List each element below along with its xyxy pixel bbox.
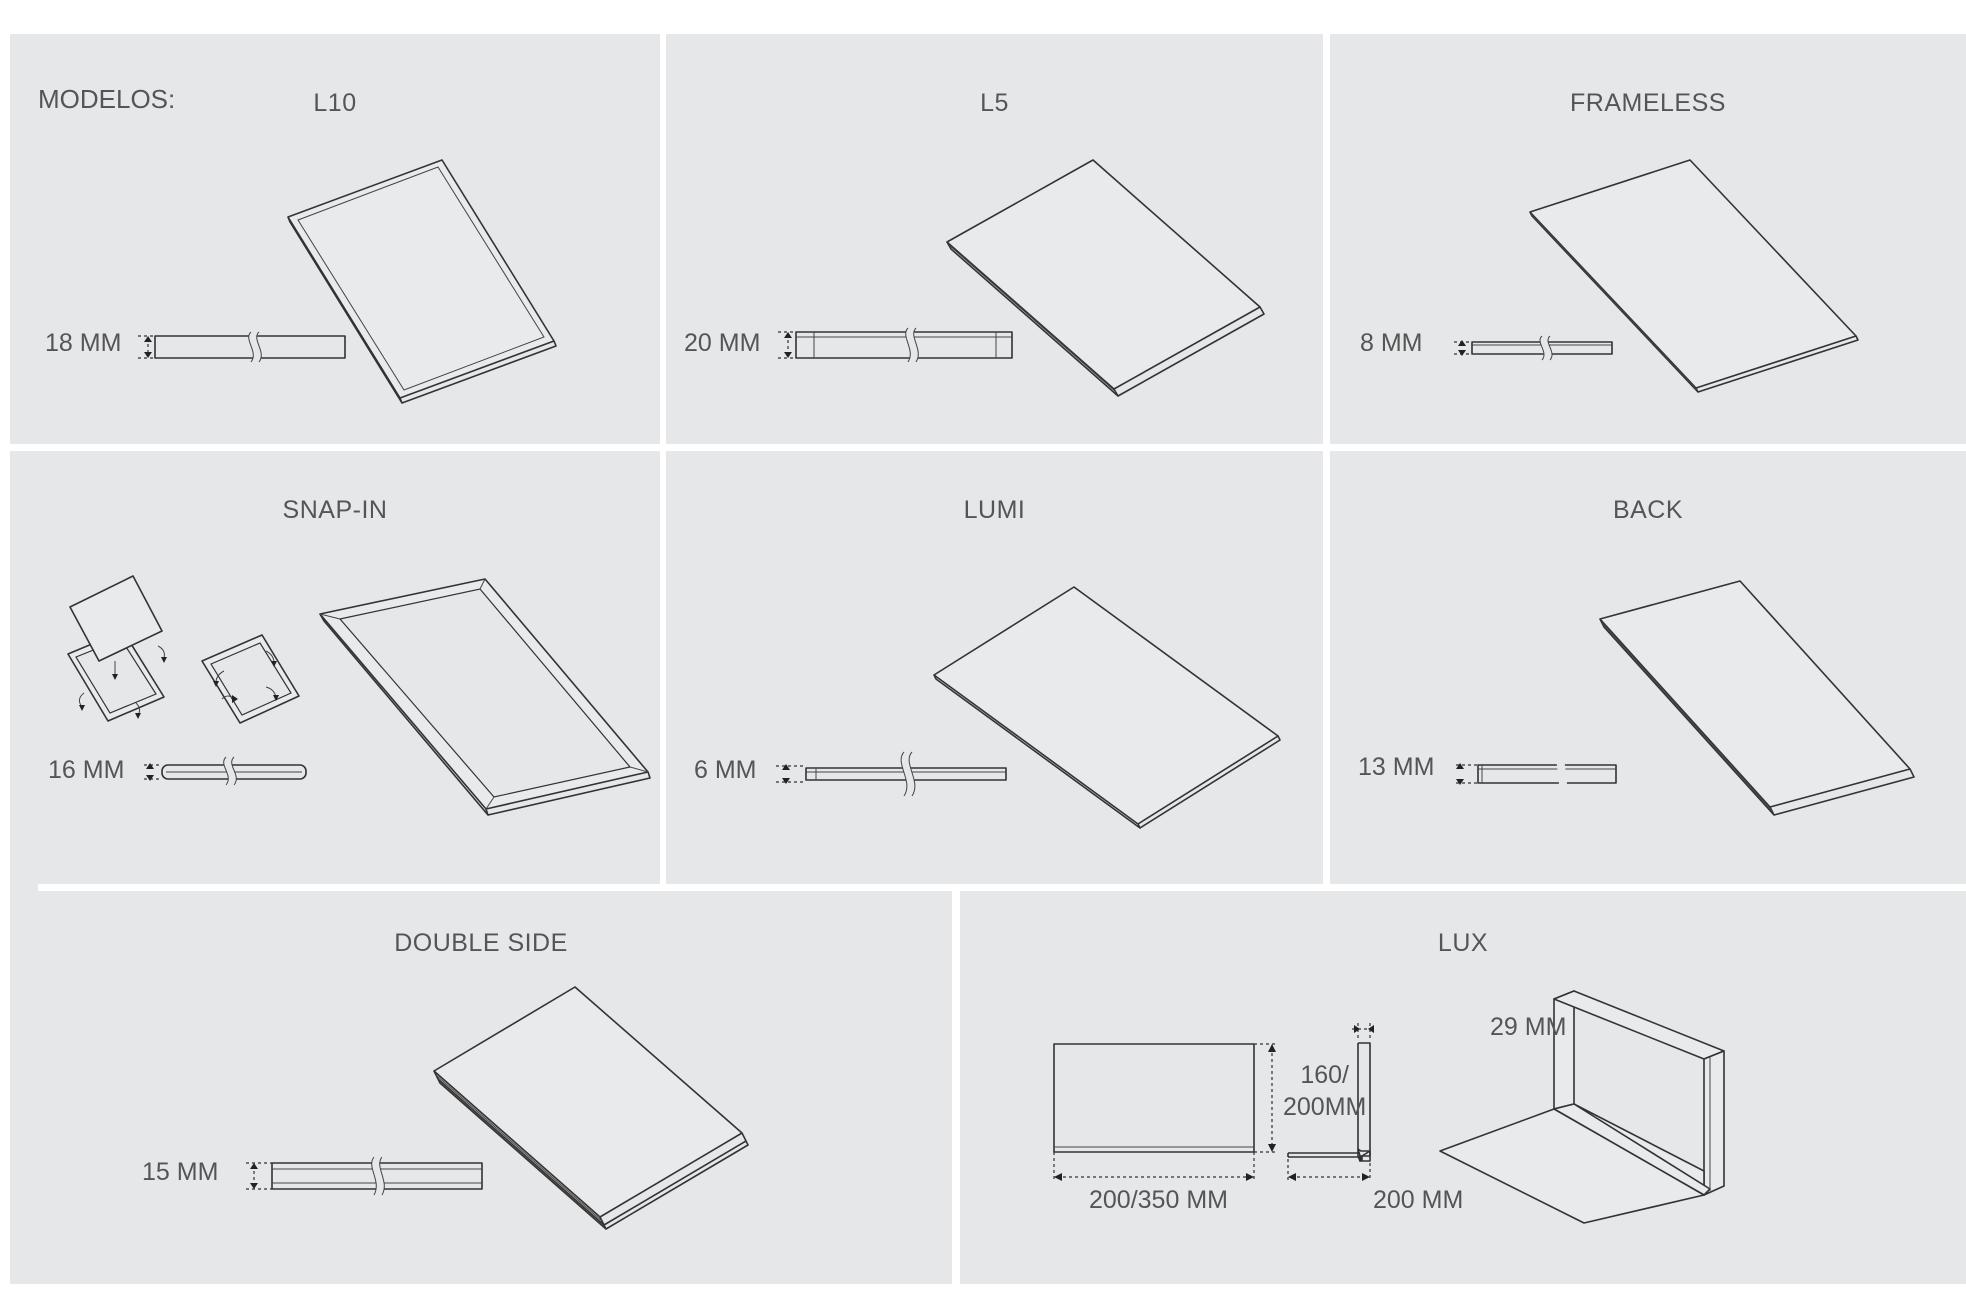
lumi-thickness-label: 6 MM <box>694 756 757 784</box>
panel-lumi: LUMI 6 MM <box>666 451 1323 884</box>
frameless-drawing <box>1454 159 1859 393</box>
panel-back: BACK 13 MM <box>1330 451 1966 884</box>
model-title-l5: L5 <box>980 89 1009 117</box>
model-title-l10: L10 <box>313 89 357 117</box>
model-title-lumi: LUMI <box>963 496 1026 524</box>
model-title-frameless: FRAMELESS <box>1570 89 1726 117</box>
panel-l5: L5 20 MM <box>666 34 1323 444</box>
panel-l10: MODELOS: L10 18 MM <box>10 34 660 444</box>
lux-thickness-label: 29 MM <box>1490 1013 1567 1041</box>
panel-snapin: SNAP-IN <box>10 451 660 884</box>
back-drawing <box>1456 580 1915 816</box>
lux-width-label: 200/350 MM <box>1089 1186 1228 1214</box>
l10-thickness-label: 18 MM <box>45 329 122 357</box>
l5-drawing <box>778 159 1265 397</box>
snapin-drawing <box>67 575 651 816</box>
lux-drawing <box>1053 990 1725 1224</box>
frameless-thickness-label: 8 MM <box>1360 329 1423 357</box>
doubleside-thickness-label: 15 MM <box>142 1158 219 1186</box>
l10-drawing <box>138 159 557 404</box>
lux-depth-label: 200 MM <box>1373 1186 1464 1214</box>
lumi-drawing <box>776 586 1281 829</box>
panel-lux: LUX <box>960 891 1966 1284</box>
snapin-thickness-label: 16 MM <box>48 756 125 784</box>
model-title-lux: LUX <box>1437 929 1489 957</box>
panel-doubleside: DOUBLE SIDE 15 MM <box>10 891 952 1284</box>
model-title-snapin: SNAP-IN <box>282 496 388 524</box>
panel-frameless: FRAMELESS 8 MM <box>1330 34 1966 444</box>
back-thickness-label: 13 MM <box>1358 753 1435 781</box>
doubleside-drawing <box>246 986 749 1230</box>
model-title-back: BACK <box>1612 496 1684 524</box>
lux-height-label: 160/ 200MM <box>1283 1061 1367 1121</box>
l5-thickness-label: 20 MM <box>684 329 761 357</box>
page-heading: MODELOS: <box>38 84 176 114</box>
model-title-doubleside: DOUBLE SIDE <box>394 929 568 957</box>
row-separator <box>10 884 38 891</box>
